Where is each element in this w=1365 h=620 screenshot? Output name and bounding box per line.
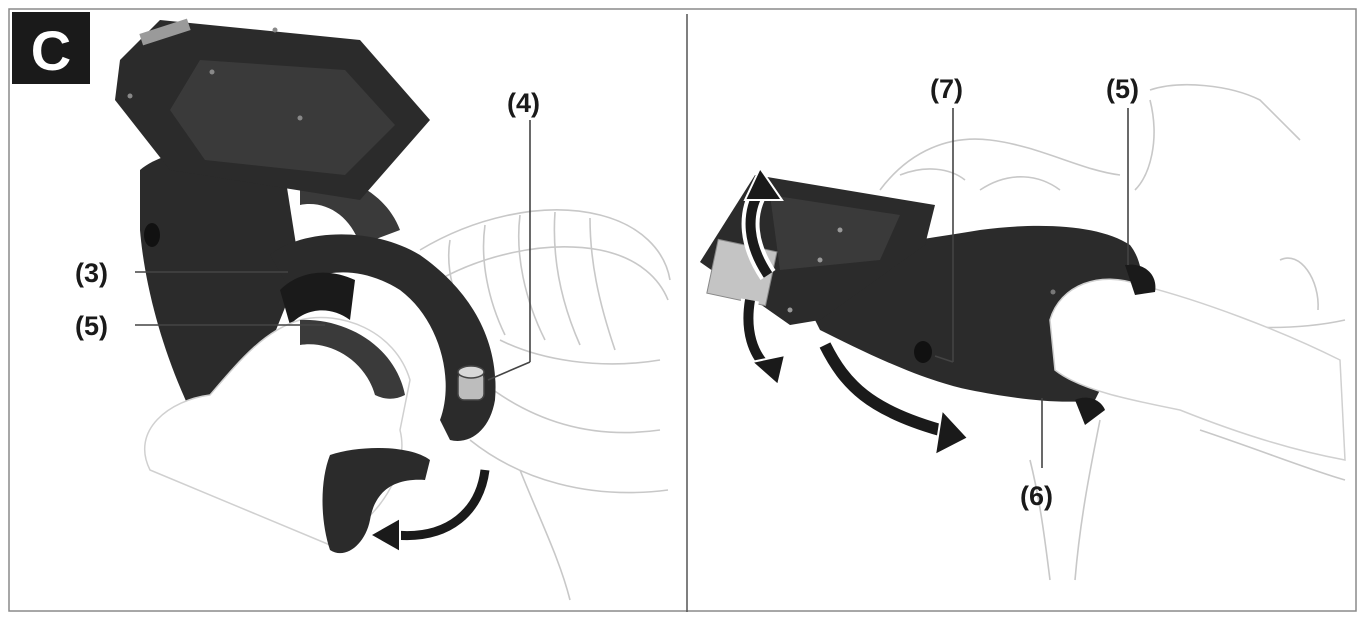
clamp-ring: [270, 234, 496, 441]
right-panel: (7) (5) (6): [700, 74, 1346, 581]
leader-lines-right: [934, 108, 1129, 468]
leader-line-4-tip: [487, 361, 531, 381]
outer-border: [8, 8, 1357, 612]
figure-badge: C: [12, 12, 90, 84]
rotation-arrows-right: [739, 165, 970, 457]
handlebar-sketch-right: [879, 84, 1346, 581]
hand-right: [1049, 264, 1346, 461]
callout-5-left: (5): [75, 311, 108, 341]
left-panel: (4) (3) (5): [75, 18, 671, 601]
rotation-arrow-left: [367, 468, 493, 554]
quick-release-lever: [322, 448, 430, 554]
leader-line-7-tip: [934, 355, 954, 363]
arrow-diagonal-head: [933, 407, 970, 457]
callout-6: (6): [1020, 481, 1053, 511]
arrow-down-head: [749, 353, 787, 387]
callout-4: (4): [507, 88, 540, 118]
badge-letter: C: [31, 19, 71, 82]
callout-7: (7): [930, 74, 963, 104]
leader-lines-left: [135, 120, 531, 381]
callout-3: (3): [75, 258, 108, 288]
handlebar-sketch-left: [419, 209, 671, 601]
arrow-up-head: [743, 165, 784, 201]
callout-5-right: (5): [1106, 74, 1139, 104]
display-holder: [115, 18, 430, 200]
